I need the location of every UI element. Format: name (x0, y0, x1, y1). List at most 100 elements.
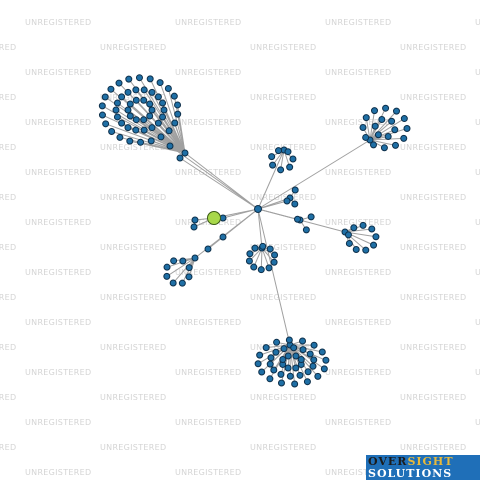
cluster-right-node[interactable] (372, 233, 380, 241)
cluster-top-left-node[interactable] (146, 100, 154, 108)
cluster-lower-left-node[interactable] (179, 257, 187, 265)
cluster-top-left-node[interactable] (146, 75, 154, 83)
cluster-top-left-node[interactable] (147, 137, 155, 145)
cluster-bottom-node[interactable] (322, 356, 330, 364)
cluster-top-left-node[interactable] (116, 133, 124, 141)
cluster-bottom-node[interactable] (258, 368, 266, 376)
cluster-top-left-node[interactable] (98, 102, 106, 110)
cluster-top-left-node[interactable] (140, 86, 148, 94)
cluster-top-left-node[interactable] (101, 93, 109, 101)
cluster-top-left-node[interactable] (132, 116, 140, 124)
cluster-right-node[interactable] (352, 245, 360, 253)
cluster-bottom-node[interactable] (277, 379, 285, 387)
cluster-lower-left-node[interactable] (163, 263, 171, 271)
cluster-upper-mid-node[interactable] (289, 155, 297, 163)
cluster-lower-left-node[interactable] (185, 273, 193, 281)
cluster-mid-node[interactable] (246, 250, 254, 258)
cluster-right-node[interactable] (345, 239, 353, 247)
cluster-top-left-node[interactable] (159, 113, 167, 121)
hub-node[interactable] (254, 205, 262, 213)
bridge-node[interactable] (204, 245, 212, 253)
cluster-top-left-node[interactable] (171, 119, 179, 127)
cluster-bottom-node[interactable] (309, 362, 317, 370)
cluster-top-right-node[interactable] (382, 104, 390, 112)
cluster-right-node[interactable] (359, 221, 367, 229)
cluster-bottom-node[interactable] (310, 341, 318, 349)
cluster-top-left-node[interactable] (140, 126, 148, 134)
cluster-top-right-node[interactable] (380, 144, 388, 152)
cluster-bottom-node[interactable] (284, 364, 292, 372)
cluster-bottom-node[interactable] (299, 346, 307, 354)
cluster-bottom-node[interactable] (320, 365, 328, 373)
cluster-top-left-node[interactable] (113, 99, 121, 107)
cluster-mid-node[interactable] (251, 244, 259, 252)
cluster-bottom-node[interactable] (303, 378, 311, 386)
cluster-upper-mid-node[interactable] (269, 161, 277, 169)
cluster-upper-mid-node[interactable] (268, 153, 276, 161)
cluster-bottom-node[interactable] (266, 360, 274, 368)
cluster-small-right-node[interactable] (293, 215, 301, 223)
cluster-right-node[interactable] (368, 225, 376, 233)
cluster-mid-node[interactable] (265, 264, 273, 272)
cluster-small-right-node[interactable] (307, 213, 315, 221)
cluster-top-left-node[interactable] (156, 79, 164, 87)
focus-neighbor-node[interactable] (191, 216, 199, 224)
cluster-bottom-node[interactable] (290, 344, 298, 352)
cluster-top-left-node[interactable] (115, 79, 123, 87)
cluster-top-right-node[interactable] (391, 126, 399, 134)
cluster-top-left-node[interactable] (124, 106, 132, 114)
cluster-top-left-node[interactable] (154, 119, 162, 127)
cluster-bottom-node[interactable] (279, 355, 287, 363)
cluster-bottom-node[interactable] (284, 352, 292, 360)
cluster-top-left-node[interactable] (98, 111, 106, 119)
cluster-bottom-node[interactable] (262, 344, 270, 352)
cluster-bottom-node[interactable] (292, 352, 300, 360)
cluster-bottom-node[interactable] (270, 366, 278, 374)
cluster-top-left-node[interactable] (157, 133, 165, 141)
cluster-top-left-node[interactable] (174, 101, 182, 109)
cluster-top-left-node[interactable] (124, 88, 132, 96)
cluster-top-right-node[interactable] (362, 133, 370, 141)
cluster-right-node[interactable] (370, 241, 378, 249)
cluster-top-right-node[interactable] (388, 117, 396, 125)
cluster-top-right-node[interactable] (374, 131, 382, 139)
cluster-bottom-node[interactable] (306, 350, 314, 358)
cluster-bottom-node[interactable] (267, 354, 275, 362)
cluster-right-node[interactable] (350, 224, 358, 232)
cluster-bottom-node[interactable] (286, 372, 294, 380)
cluster-top-left-node[interactable] (125, 75, 133, 83)
cluster-upper-mid-node[interactable] (275, 147, 283, 155)
cluster-mid-node[interactable] (271, 251, 279, 259)
cluster-upper-mid-node[interactable] (286, 163, 294, 171)
cluster-top-left-node[interactable] (159, 99, 167, 107)
cluster-bottom-node[interactable] (299, 337, 307, 345)
cluster-lower-left-node[interactable] (163, 272, 171, 280)
cluster-top-left-node[interactable] (148, 106, 156, 114)
cluster-top-left-node[interactable] (118, 93, 126, 101)
cluster-top-left-node[interactable] (165, 127, 173, 135)
cluster-bottom-node[interactable] (297, 356, 305, 364)
cluster-top-left-node[interactable] (132, 126, 140, 134)
cluster-bottom-node[interactable] (277, 370, 285, 378)
cluster-top-right-node[interactable] (371, 122, 379, 130)
cluster-mid-node[interactable] (257, 266, 265, 274)
cluster-bottom-node[interactable] (304, 368, 312, 376)
cluster-top-right-node[interactable] (403, 125, 411, 133)
cluster-lower-left-anchor-node[interactable] (191, 254, 199, 262)
cluster-top-left-node[interactable] (148, 88, 156, 96)
cluster-bottom-node[interactable] (296, 371, 304, 379)
cluster-top-right-node[interactable] (392, 107, 400, 115)
cluster-small-top-node[interactable] (291, 186, 299, 194)
cluster-top-left-node[interactable] (154, 93, 162, 101)
cluster-top-right-node[interactable] (370, 141, 378, 149)
cluster-top-left-node[interactable] (164, 85, 172, 93)
cluster-lower-left-node[interactable] (169, 279, 177, 287)
focus-node[interactable] (207, 211, 221, 225)
cluster-top-right-node[interactable] (400, 134, 408, 142)
cluster-mid-node[interactable] (250, 263, 258, 271)
cluster-top-left-node[interactable] (132, 86, 140, 94)
cluster-right-node[interactable] (362, 246, 370, 254)
cluster-right-node[interactable] (344, 231, 352, 239)
cluster-bottom-node[interactable] (285, 336, 293, 344)
cluster-bottom-node[interactable] (256, 351, 264, 359)
